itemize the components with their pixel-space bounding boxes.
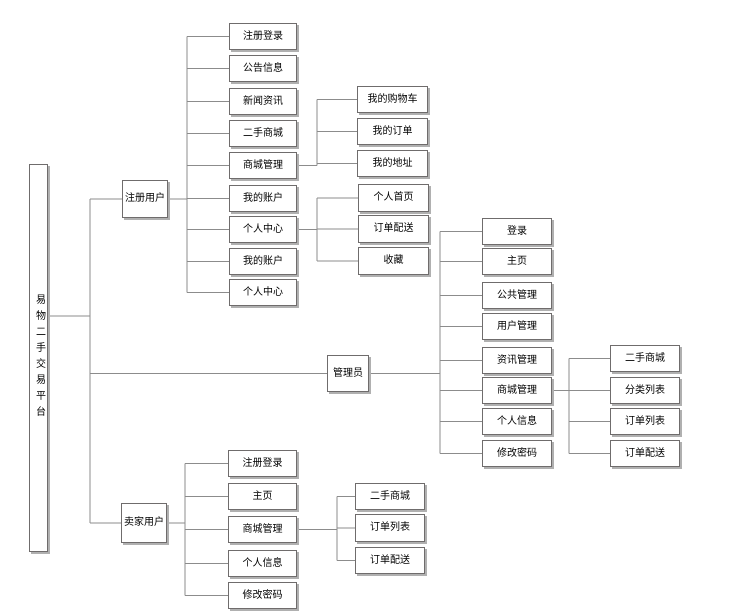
node-info-management: 资讯管理 — [482, 347, 552, 374]
node-my-account: 我的账户 — [229, 185, 297, 212]
node-order-delivery: 订单配送 — [358, 215, 429, 243]
node-login: 登录 — [482, 218, 552, 245]
node-admin: 管理员 — [327, 355, 369, 392]
node-seller-user: 卖家用户 — [121, 503, 167, 543]
node-order-list-seller: 订单列表 — [355, 514, 425, 542]
node-personal-info-seller: 个人信息 — [228, 550, 297, 577]
node-change-password: 修改密码 — [482, 440, 552, 467]
node-home: 主页 — [482, 248, 552, 275]
node-category-list: 分类列表 — [610, 377, 680, 404]
node-my-address: 我的地址 — [357, 150, 428, 177]
node-mall-management: 商城管理 — [229, 152, 297, 179]
node-mall-management-seller: 商城管理 — [228, 516, 297, 543]
node-platform-root: 易物二手交易平台 — [29, 164, 48, 552]
node-order-list-admin: 订单列表 — [610, 408, 680, 435]
node-news-info: 新闻资讯 — [229, 88, 297, 115]
node-user-management: 用户管理 — [482, 313, 552, 340]
node-my-orders: 我的订单 — [357, 118, 428, 145]
node-mall-management-admin: 商城管理 — [482, 377, 552, 404]
node-register-login-seller: 注册登录 — [228, 450, 297, 477]
node-favorites: 收藏 — [358, 247, 429, 275]
node-secondhand-mall: 二手商城 — [229, 120, 297, 147]
node-personal-center: 个人中心 — [229, 216, 297, 243]
node-personal-center-2: 个人中心 — [229, 279, 297, 306]
node-registered-user: 注册用户 — [122, 180, 168, 218]
node-personal-info: 个人信息 — [482, 408, 552, 435]
node-my-cart: 我的购物车 — [357, 86, 428, 113]
node-my-account-2: 我的账户 — [229, 248, 297, 275]
node-announcement-info: 公告信息 — [229, 55, 297, 82]
node-secondhand-mall-admin: 二手商城 — [610, 345, 680, 372]
node-order-delivery-admin: 订单配送 — [610, 440, 680, 467]
node-public-management: 公共管理 — [482, 282, 552, 309]
node-secondhand-mall-seller: 二手商城 — [355, 483, 425, 510]
node-order-delivery-seller: 订单配送 — [355, 547, 425, 574]
node-personal-home: 个人首页 — [358, 184, 429, 212]
node-register-login: 注册登录 — [229, 23, 297, 50]
node-home-seller: 主页 — [228, 483, 297, 510]
node-change-password-seller: 修改密码 — [228, 582, 297, 609]
